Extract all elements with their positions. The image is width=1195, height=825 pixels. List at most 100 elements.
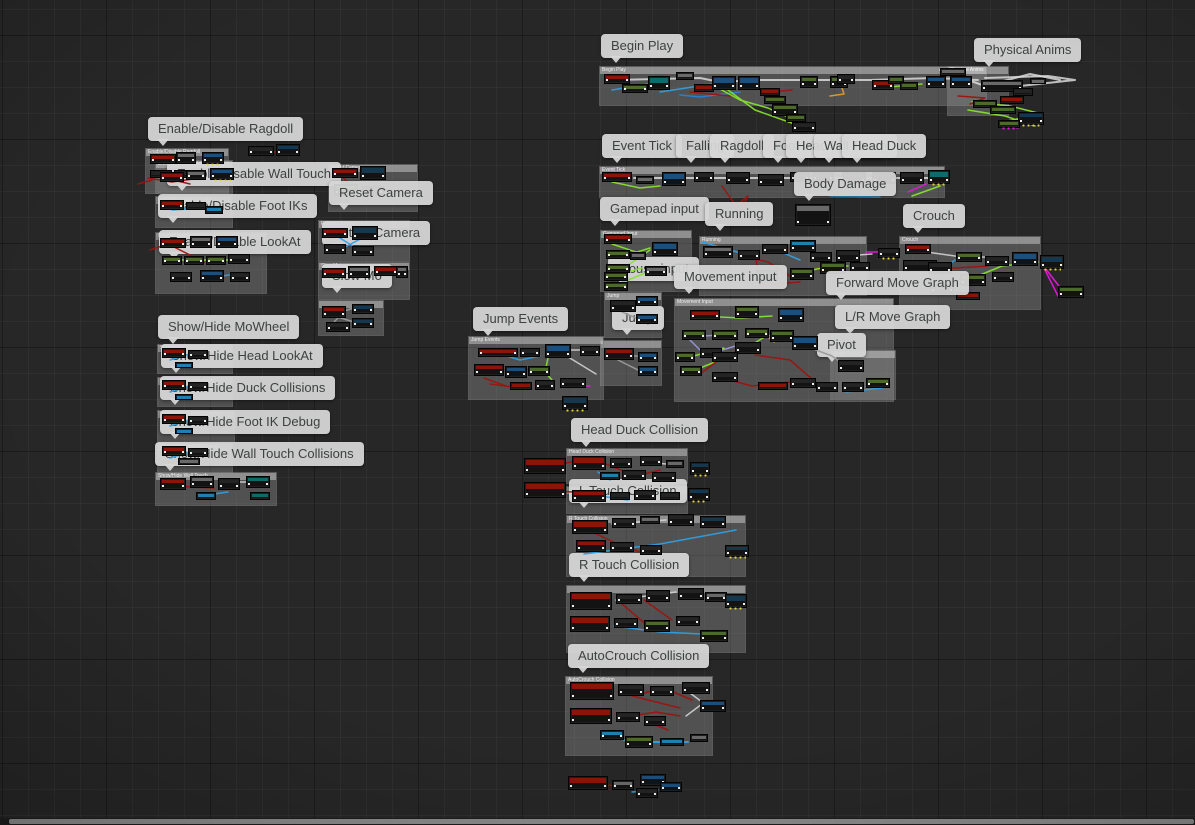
input-pin[interactable] (212, 175, 214, 177)
input-pin[interactable] (202, 277, 204, 279)
input-pin[interactable] (638, 793, 640, 795)
output-pin[interactable] (663, 271, 665, 273)
graph-node[interactable] (1040, 255, 1064, 271)
input-pin[interactable] (818, 387, 820, 389)
graph-node[interactable] (735, 342, 761, 354)
output-pin[interactable] (834, 387, 836, 389)
input-pin[interactable] (190, 354, 192, 356)
output-pin[interactable] (630, 785, 632, 787)
input-pin[interactable] (880, 253, 882, 255)
graph-node[interactable] (322, 268, 346, 278)
output-pin[interactable] (220, 277, 222, 279)
output-pin[interactable] (220, 159, 222, 161)
output-pin[interactable] (856, 257, 858, 259)
output-pin[interactable] (1010, 277, 1012, 279)
output-pin[interactable] (706, 470, 708, 472)
graph-node[interactable] (524, 482, 566, 498)
input-pin[interactable] (164, 419, 166, 421)
output-pin[interactable] (644, 88, 646, 90)
input-pin[interactable] (692, 470, 694, 472)
input-pin[interactable] (772, 337, 774, 339)
input-pin[interactable] (994, 277, 996, 279)
graph-node[interactable] (636, 176, 654, 184)
graph-node[interactable] (610, 300, 636, 312)
input-pin[interactable] (574, 497, 576, 499)
input-pin[interactable] (164, 353, 166, 355)
output-pin[interactable] (182, 385, 184, 387)
input-pin[interactable] (624, 475, 626, 477)
graph-node[interactable] (926, 76, 946, 88)
output-pin[interactable] (732, 85, 734, 87)
graph-node[interactable] (604, 282, 628, 291)
input-pin[interactable] (232, 277, 234, 279)
input-pin[interactable] (582, 351, 584, 353)
graph-node[interactable] (572, 520, 608, 534)
graph-node[interactable] (634, 490, 656, 500)
input-pin[interactable] (696, 177, 698, 179)
input-pin[interactable] (654, 251, 656, 253)
input-pin[interactable] (907, 249, 909, 251)
output-pin[interactable] (790, 337, 792, 339)
output-pin[interactable] (604, 529, 606, 531)
output-pin[interactable] (814, 83, 816, 85)
graph-node[interactable] (735, 306, 759, 318)
output-pin[interactable] (978, 257, 980, 259)
graph-node[interactable] (660, 738, 684, 746)
graph-node[interactable] (570, 682, 614, 700)
graph-node[interactable] (580, 346, 600, 356)
input-pin[interactable] (774, 111, 776, 113)
output-pin[interactable] (606, 627, 608, 629)
input-pin[interactable] (476, 371, 478, 373)
output-pin[interactable] (230, 175, 232, 177)
graph-node[interactable] (188, 416, 208, 425)
output-pin[interactable] (812, 127, 814, 129)
input-pin[interactable] (747, 333, 749, 335)
output-pin[interactable] (702, 335, 704, 337)
graph-node[interactable] (348, 266, 370, 278)
graph-node[interactable] (616, 594, 642, 604)
output-pin[interactable] (192, 159, 194, 161)
input-pin[interactable] (874, 85, 876, 87)
output-pin[interactable] (672, 477, 674, 479)
graph-node[interactable] (568, 776, 608, 790)
input-pin[interactable] (1014, 261, 1016, 263)
comment-region[interactable]: Pivot (830, 350, 896, 400)
input-pin[interactable] (172, 277, 174, 279)
comment-bubble[interactable]: Head Duck Collision (571, 418, 709, 447)
graph-node[interactable] (188, 448, 208, 457)
graph-node[interactable] (535, 380, 555, 390)
output-pin[interactable] (342, 273, 344, 275)
graph-node[interactable] (160, 238, 186, 248)
input-pin[interactable] (1020, 120, 1022, 122)
input-pin[interactable] (354, 235, 356, 237)
graph-node[interactable] (660, 782, 682, 792)
graph-node[interactable] (712, 76, 736, 90)
input-pin[interactable] (162, 205, 164, 207)
graph-node[interactable] (675, 352, 695, 362)
graph-node[interactable] (216, 236, 238, 248)
input-pin[interactable] (162, 485, 164, 487)
output-pin[interactable] (734, 357, 736, 359)
input-pin[interactable] (162, 177, 164, 179)
input-pin[interactable] (178, 159, 180, 161)
graph-node[interactable] (950, 76, 972, 88)
output-pin[interactable] (722, 707, 724, 709)
input-pin[interactable] (684, 335, 686, 337)
graph-node[interactable] (604, 234, 632, 244)
graph-node[interactable] (712, 372, 738, 382)
input-pin[interactable] (838, 257, 840, 259)
input-pin[interactable] (952, 83, 954, 85)
graph-node[interactable] (786, 114, 806, 122)
input-pin[interactable] (792, 247, 794, 249)
output-pin[interactable] (370, 251, 372, 253)
output-pin[interactable] (654, 357, 656, 359)
input-pin[interactable] (792, 383, 794, 385)
output-pin[interactable] (642, 475, 644, 477)
input-pin[interactable] (662, 787, 664, 789)
graph-node[interactable] (622, 84, 648, 93)
graph-node[interactable] (396, 266, 408, 278)
output-pin[interactable] (628, 239, 630, 241)
output-pin[interactable] (860, 387, 862, 389)
input-pin[interactable] (230, 259, 232, 261)
graph-node[interactable] (837, 74, 855, 84)
